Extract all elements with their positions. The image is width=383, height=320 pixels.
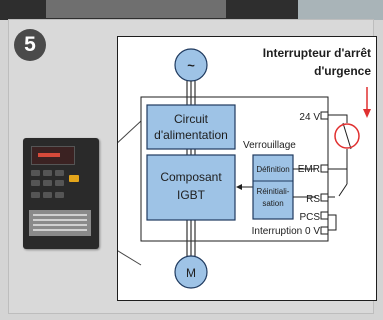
device-run-button — [69, 175, 79, 182]
reset-label-2: sation — [262, 199, 283, 208]
terminal-pcs-label: PCS — [299, 212, 320, 223]
callout-line — [118, 120, 142, 143]
device-button — [55, 170, 64, 176]
top-band-tab — [46, 0, 226, 18]
device-button — [31, 192, 40, 198]
title-line-1: Interrupteur d'arrêt — [263, 46, 371, 60]
device-button — [31, 180, 40, 186]
terminal-0v-label: Interruption 0 V — [252, 226, 321, 237]
emergency-pointer-arrowhead — [363, 109, 371, 118]
terminal-0v — [320, 226, 329, 235]
power-circuit-label-1: Circuit — [174, 112, 209, 126]
device-button — [43, 170, 52, 176]
igbt-label-2: IGBT — [177, 188, 206, 202]
definition-label: Définition — [256, 165, 289, 174]
motor-label: M — [186, 266, 196, 280]
title-line-2: d'urgence — [314, 64, 371, 78]
wire-pcs-0v — [328, 214, 337, 231]
top-band-right — [298, 0, 383, 20]
device-label-plate — [29, 210, 91, 236]
device-button — [31, 170, 40, 176]
device-button — [55, 180, 64, 186]
wire-emr — [328, 149, 348, 170]
motor-symbol — [174, 255, 208, 289]
terminal-24v-label: 24 V — [299, 112, 320, 123]
wire-24v — [328, 114, 348, 123]
lock-arrow-head — [236, 184, 242, 190]
terminal-emr-label: EMR — [298, 164, 320, 175]
igbt-label-1: Composant — [160, 170, 222, 184]
callout-line — [118, 250, 142, 266]
device-display — [31, 146, 75, 165]
terminal-rs-label: RS — [306, 194, 320, 205]
device-button — [55, 192, 64, 198]
power-circuit-label-2: d'alimentation — [154, 128, 228, 142]
terminal-rs — [320, 193, 329, 202]
step-badge: 5 — [14, 29, 46, 61]
inverter-device-image — [23, 138, 99, 249]
wiring-diagram: ~ Circuit d'alimentation Composant IGBT … — [118, 46, 371, 289]
lock-block — [252, 154, 294, 220]
terminal-emr — [320, 164, 329, 173]
reset-label-1: Réinitiali- — [257, 187, 290, 196]
emergency-switch-highlight — [334, 123, 360, 149]
power-circuit-block — [146, 104, 236, 150]
rs-switch-blade — [338, 183, 348, 197]
diagram-frame: ~ Circuit d'alimentation Composant IGBT … — [117, 36, 377, 301]
emergency-switch-blade — [342, 122, 352, 150]
terminal-pcs — [320, 211, 329, 220]
device-button — [43, 180, 52, 186]
igbt-block — [146, 154, 236, 221]
device-button — [43, 192, 52, 198]
lock-label: Verrouillage — [243, 140, 296, 151]
ac-supply-label: ~ — [187, 58, 195, 73]
terminal-24v — [320, 111, 329, 120]
